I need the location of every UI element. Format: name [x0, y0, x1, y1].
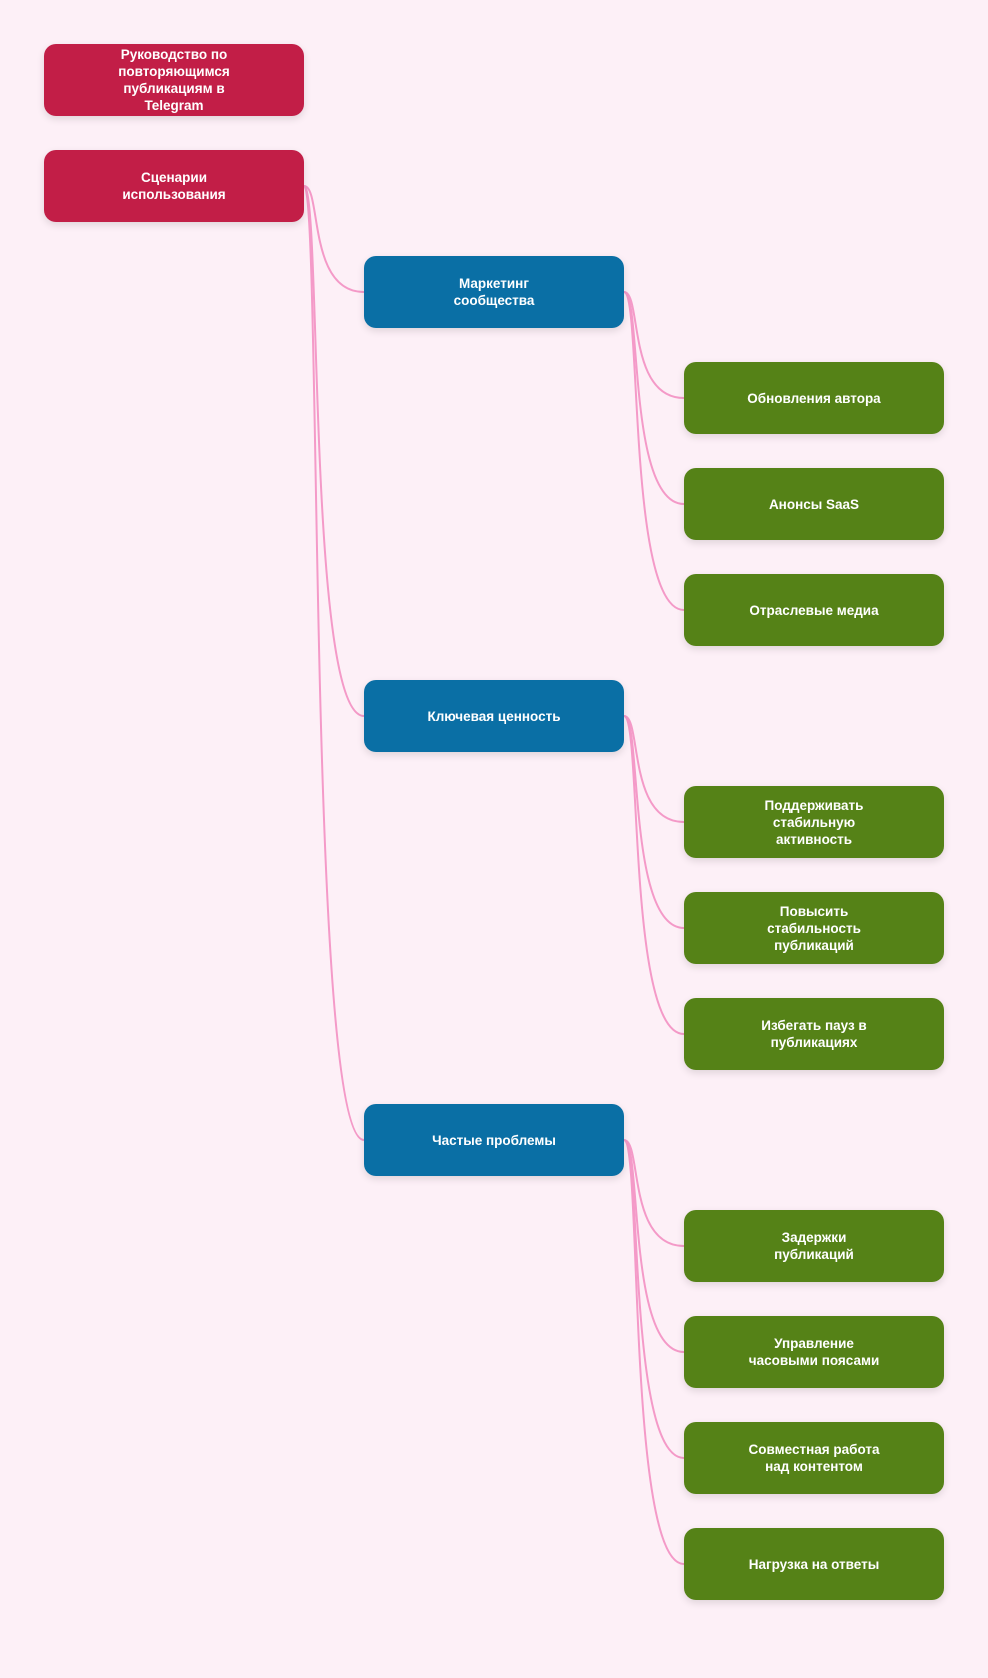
leaf-node-content-collaboration: Совместная работа над контентом [684, 1422, 944, 1494]
connector-to-reply-workload [623, 1139, 685, 1565]
title-node: Руководство по повторяющимся публикациям… [44, 44, 304, 116]
connector-to-avoid-gaps [623, 715, 685, 1035]
leaf-node-increase-consistency: Повысить стабильность публикаций [684, 892, 944, 964]
leaf-node-industry-media: Отраслевые медиа [684, 574, 944, 646]
connector-to-author-updates [623, 291, 685, 399]
connector-root-to-category-2 [303, 185, 365, 717]
leaf-node-timezone-management: Управление часовыми поясами [684, 1316, 944, 1388]
connector-root-to-category-1 [303, 185, 365, 293]
connector-to-saas-announcements [623, 291, 685, 505]
category-node-common-problems: Частые проблемы [364, 1104, 624, 1176]
category-node-community-marketing: Маркетинг сообщества [364, 256, 624, 328]
root-node-use-cases: Сценарии использования [44, 150, 304, 222]
category-node-key-value: Ключевая ценность [364, 680, 624, 752]
leaf-node-publishing-delays: Задержки публикаций [684, 1210, 944, 1282]
connector-to-content-collaboration [623, 1139, 685, 1459]
leaf-node-author-updates: Обновления автора [684, 362, 944, 434]
leaf-node-saas-announcements: Анонсы SaaS [684, 468, 944, 540]
connector-to-timezone-management [623, 1139, 685, 1353]
connector-to-maintain-activity [623, 715, 685, 823]
connector-to-industry-media [623, 291, 685, 611]
leaf-node-maintain-activity: Поддерживать стабильную активность [684, 786, 944, 858]
connector-to-increase-consistency [623, 715, 685, 929]
leaf-node-reply-workload: Нагрузка на ответы [684, 1528, 944, 1600]
leaf-node-avoid-gaps: Избегать пауз в публикациях [684, 998, 944, 1070]
connector-root-to-category-3 [303, 185, 365, 1141]
connector-to-publishing-delays [623, 1139, 685, 1247]
